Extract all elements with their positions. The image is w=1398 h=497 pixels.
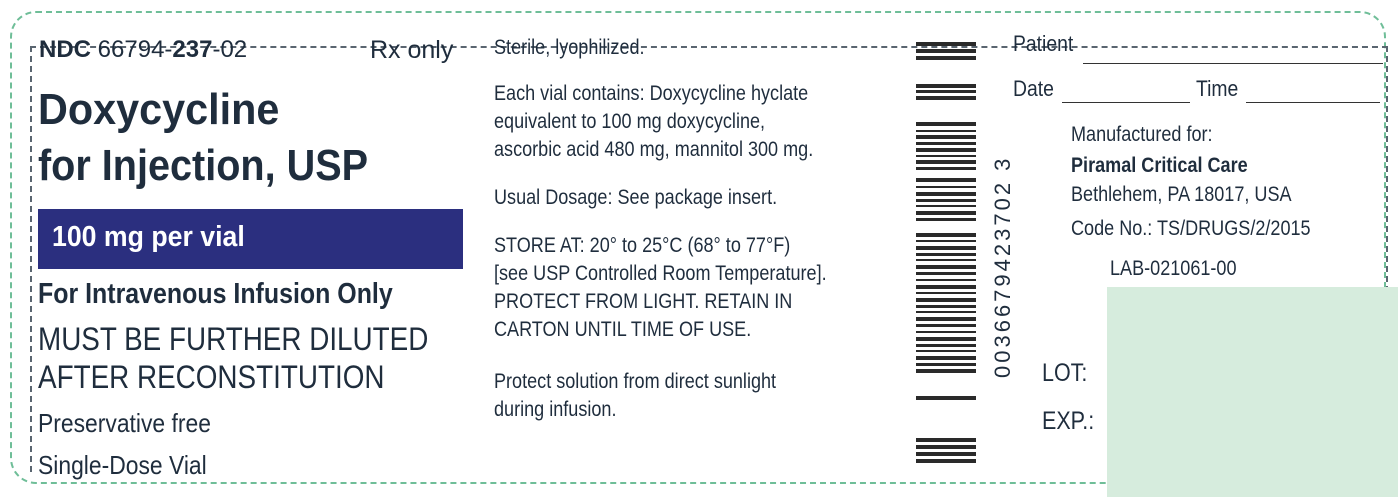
barcode-bar [916,396,976,400]
lab-code: LAB-021061-00 [1110,257,1237,280]
strength-banner [38,209,463,269]
barcode-number: 0036679423702 3 [990,155,1015,378]
barcode-bar [916,337,976,341]
barcode-bar [916,350,976,352]
barcode-bar [916,311,976,313]
barcode-bar [916,279,976,281]
barcode-bar [916,233,976,237]
dilution-warning: MUST BE FURTHER DILUTED AFTER RECONSTITU… [38,321,429,395]
barcode-bar [916,292,976,294]
manufactured-for: Manufactured for: [1071,123,1213,146]
barcode-bar [916,160,976,164]
barcode-bar [916,42,976,46]
company-address: Bethlehem, PA 18017, USA [1071,183,1292,206]
barcode-bar [916,142,976,145]
barcode-bar [916,167,976,170]
patient-label: Patient [1013,31,1074,56]
barcode-bar [916,459,976,463]
route-text: For Intravenous Infusion Only [38,278,393,310]
barcode-bar [916,356,976,360]
barcode-bar [916,84,976,88]
barcode-bar [916,285,976,289]
time-line [1246,102,1380,103]
barcode-bar [916,211,976,215]
barcode-bar [916,369,976,373]
barcode-bar [916,148,976,152]
barcode-bar [916,317,976,321]
barcode-bar [916,192,976,196]
barcode-bar [916,246,976,250]
fold-line [30,46,1388,472]
exp-label: EXP.: [1042,407,1095,435]
barcode-bar [916,265,976,269]
contents-text: Each vial contains: Doxycycline hyclate … [494,82,814,161]
ndc-code: NDC 66794-237-02 [39,36,248,63]
barcode-bar [916,199,976,202]
code-number: Code No.: TS/DRUGS/2/2015 [1071,217,1311,240]
barcode-bar [916,178,976,182]
barcode-bar [916,272,976,275]
barcode-bar [916,49,976,53]
barcode-bar [916,240,976,242]
barcode-bar [916,186,976,188]
barcode-bar [916,155,976,157]
date-line [1062,102,1190,103]
barcode-bar [916,438,976,442]
storage-text: STORE AT: 20° to 25°C (68° to 77°F) [see… [494,234,827,341]
dosage-text: Usual Dosage: See package insert. [494,186,778,209]
barcode-bar [916,218,976,221]
patient-line [1083,63,1383,64]
barcode-bar [916,305,976,308]
date-label: Date [1013,76,1054,101]
rx-only: Rx only [370,36,454,64]
barcode-bar [916,324,976,327]
barcode-bar [916,344,976,347]
preservative-text: Preservative free [38,408,211,438]
barcode-bar [916,96,976,100]
barcode-bar [916,452,976,456]
barcode-bar [916,445,976,449]
company-name: Piramal Critical Care [1071,154,1248,177]
barcode-bar [916,253,976,256]
barcode-bar [916,363,976,366]
barcode-bar [916,298,976,302]
barcode-bar [916,205,976,207]
barcode-bar [916,331,976,333]
barcode-bar [916,130,976,132]
sterile-text: Sterile, lyophilized. [494,36,645,59]
lot-label: LOT: [1042,359,1088,387]
barcode-bar [916,135,976,139]
barcode-bar [916,259,976,261]
lot-exp-box [1107,287,1398,497]
strength-text: 100 mg per vial [52,221,245,253]
time-label: Time [1196,76,1239,101]
vial-type-text: Single-Dose Vial [38,450,207,480]
product-name: Doxycycline for Injection, USP [38,85,369,190]
label-outline [10,11,1386,484]
sunlight-warning: Protect solution from direct sunlight du… [494,370,777,421]
barcode-bar [916,90,976,93]
barcode-bar [916,122,976,126]
barcode-bar [916,56,976,60]
